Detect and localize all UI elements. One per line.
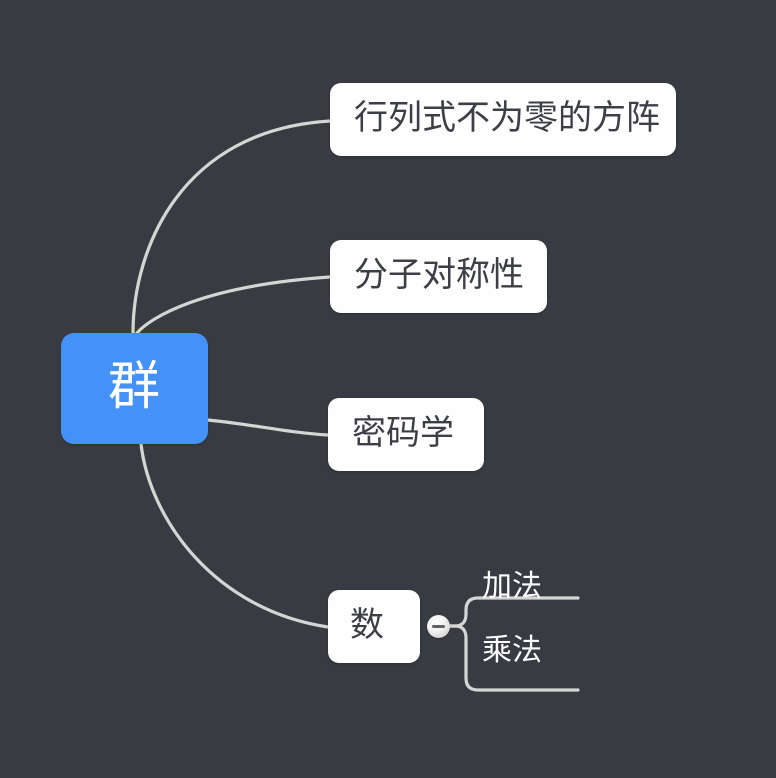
topic-node-number[interactable]: 数 — [328, 590, 420, 663]
topic-node-label: 数 — [350, 605, 384, 645]
edge-root-to-branch-3 — [206, 418, 330, 437]
edge-root-to-branch-2 — [135, 275, 332, 335]
leaf-node-addition[interactable]: 加法 — [482, 572, 542, 602]
edge-root-to-branch-1 — [131, 119, 332, 335]
leaf-node-label: 加法 — [482, 569, 542, 604]
edge-root-to-branch-4 — [139, 442, 330, 629]
topic-node-label: 密码学 — [352, 413, 454, 453]
root-node[interactable]: 群 — [61, 333, 208, 444]
topic-node-molecular-symmetry[interactable]: 分子对称性 — [330, 240, 547, 313]
minus-icon — [432, 625, 445, 628]
topic-node-determinant-nonzero-matrix[interactable]: 行列式不为零的方阵 — [330, 83, 676, 156]
root-node-label: 群 — [107, 356, 161, 417]
collapse-toggle-number[interactable] — [427, 615, 450, 638]
topic-node-label: 行列式不为零的方阵 — [354, 98, 660, 138]
topic-node-label: 分子对称性 — [354, 255, 524, 295]
leaf-node-multiplication[interactable]: 乘法 — [482, 636, 542, 666]
topic-node-cryptography[interactable]: 密码学 — [328, 398, 484, 471]
leaf-node-label: 乘法 — [482, 633, 542, 668]
